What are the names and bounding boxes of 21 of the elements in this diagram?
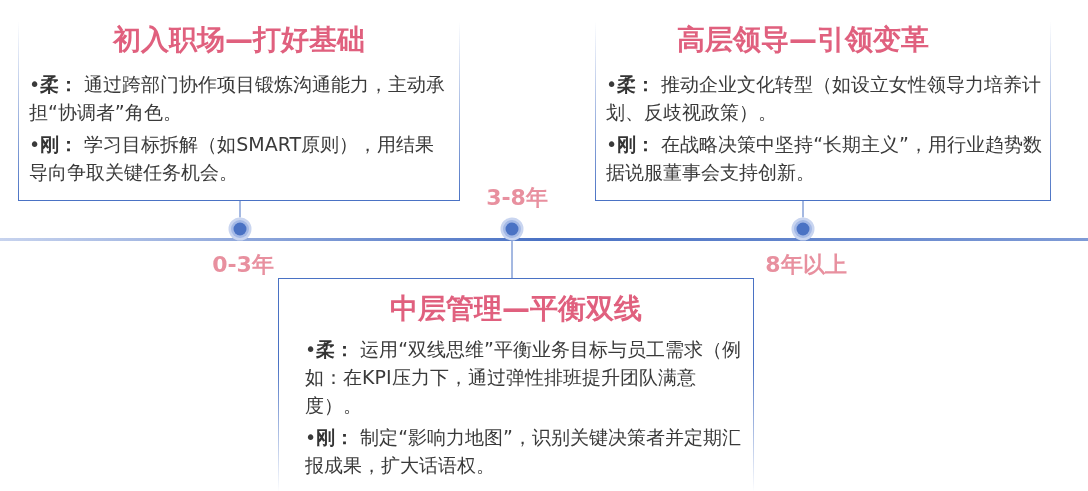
bullet-text: •刚： 学习目标拆解（如SMART原则），用结果导向争取关键任务机会。 xyxy=(29,132,436,185)
card-title: 初入职场—打好基础 xyxy=(111,22,366,58)
bullet-text: •柔： 推动企业文化转型（如设立女性领导力培养计划、反歧视政策）。 xyxy=(606,72,1042,125)
connector-line xyxy=(511,240,513,279)
text-card xyxy=(278,278,754,491)
bullet-text: •刚： 在战略决策中坚持“长期主义”，用行业趋势数据说服董事会支持创新。 xyxy=(606,132,1042,185)
connector-line xyxy=(239,200,241,218)
card-title: 高层领导—引领变革 xyxy=(676,22,930,58)
text-card xyxy=(595,22,1051,201)
timeline-dot xyxy=(500,217,524,241)
text-card xyxy=(18,22,460,201)
card-title: 中层管理—平衡双线 xyxy=(389,291,643,327)
bullet-text: •柔： 通过跨部门协作项目锻炼沟通能力，主动承担“协调者”角色。 xyxy=(29,72,447,125)
year-label: 0-3年 xyxy=(212,252,274,278)
connector-line xyxy=(802,200,804,218)
bullet-text: •刚： 制定“影响力地图”，识别关键决策者并定期汇报成果，扩大话语权。 xyxy=(305,425,742,478)
bullet-text: •柔： 运用“双线思维”平衡业务目标与员工需求（例如：在KPI压力下，通过弹性排班提升团队满意度）。 xyxy=(305,337,742,418)
timeline-dot xyxy=(228,217,252,241)
timeline-dot xyxy=(791,217,815,241)
year-label: 3-8年 xyxy=(486,185,548,211)
year-label: 8年以上 xyxy=(765,252,847,278)
